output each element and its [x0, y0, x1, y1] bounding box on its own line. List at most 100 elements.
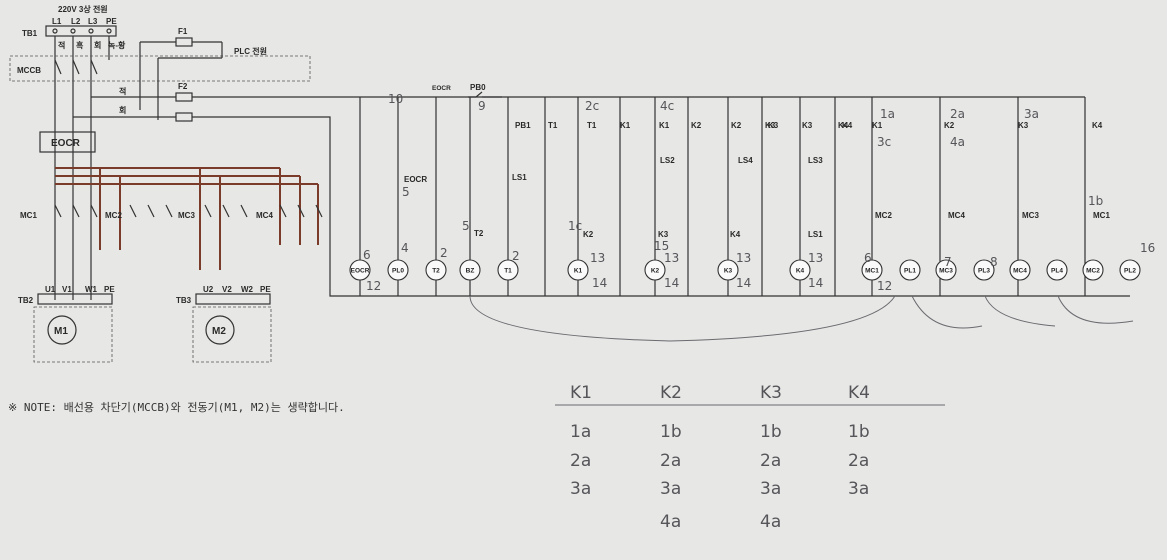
motor-m1 [47, 315, 77, 345]
contact-label: K1 [659, 121, 670, 130]
coil-circle [1009, 259, 1031, 281]
contact-label: K4 [1092, 121, 1103, 130]
margin-mark: 16 [1140, 241, 1155, 255]
margin-mark: 13 [808, 251, 823, 265]
mccb-contacts [54, 59, 98, 75]
tb3-v2: V2 [222, 285, 232, 294]
pb0-switch [468, 91, 502, 98]
coil-circle [459, 259, 481, 281]
table-cell: 3a [660, 479, 681, 499]
pb0-label: PB0 [470, 83, 486, 92]
phase-l3: L3 [88, 17, 98, 26]
margin-mark: 2c [585, 99, 599, 113]
contact-label: EOCR [404, 175, 427, 184]
coil-label: PL0 [392, 268, 404, 275]
contact-label: K3 [802, 121, 813, 130]
margin-mark: 5 [462, 219, 470, 233]
coil-circle [1082, 259, 1104, 281]
coil-label: MC4 [1013, 268, 1027, 275]
m2-box [192, 306, 272, 363]
margin-mark: 4 [401, 241, 409, 255]
feed-mark-1: 적 [119, 86, 126, 96]
coil-circle [425, 259, 447, 281]
coil-label: K4 [796, 268, 805, 275]
table-cell: 4a [660, 512, 681, 532]
coil-circle [1046, 259, 1068, 281]
contact-label: MC4 [948, 211, 965, 220]
table-header: K2 [660, 383, 682, 403]
coil: K3 [717, 259, 739, 281]
coil-label: MC3 [939, 268, 953, 275]
coil: K1 [567, 259, 589, 281]
coil-circle [1119, 259, 1141, 281]
margin-mark: 7 [944, 255, 952, 269]
contact-label: K4 [730, 230, 741, 239]
coil-label: K2 [651, 268, 660, 275]
margin-mark: 4a [950, 135, 965, 149]
margin-mark: 1c [568, 219, 582, 233]
coil-label: K3 [724, 268, 733, 275]
phase-l2: L2 [71, 17, 81, 26]
coil-label: MC1 [865, 268, 879, 275]
mc4-label: MC4 [256, 211, 273, 220]
table-cell: 2a [660, 451, 681, 471]
mccb-mark-2: 흑 [76, 40, 84, 50]
fuse-f2b [175, 112, 193, 122]
contact-label: K4 [838, 121, 849, 130]
contact-label: K4 [842, 121, 853, 130]
coil: MC3 [935, 259, 957, 281]
coil: MC1 [861, 259, 883, 281]
contact-label: MC3 [1022, 211, 1039, 220]
fuse-f1 [175, 37, 193, 47]
table-cell: 1b [660, 422, 682, 442]
mc2-label: MC2 [105, 211, 122, 220]
contact-label: T1 [587, 121, 597, 130]
margin-mark: 2 [512, 249, 520, 263]
margin-mark: 4c [660, 99, 674, 113]
table-cell: 1a [570, 422, 591, 442]
coil-circle [935, 259, 957, 281]
tb1-label: TB1 [22, 29, 38, 38]
handwritten-loops [469, 295, 1134, 342]
coil-label: EOCR [351, 268, 370, 275]
contact-label: PB1 [515, 121, 531, 130]
coil-circle [973, 259, 995, 281]
contact-label: LS3 [808, 156, 823, 165]
coil: EOCR [349, 259, 371, 281]
tb3-pe: PE [260, 285, 271, 294]
tb2-pe: PE [104, 285, 115, 294]
margin-mark: 1a [880, 107, 895, 121]
control-supply-wires [73, 96, 1130, 297]
contact-label: MC2 [875, 211, 892, 220]
margin-mark: 15 [654, 239, 669, 253]
coil: PL3 [973, 259, 995, 281]
margin-mark: 14 [592, 276, 607, 290]
margin-mark: 14 [664, 276, 679, 290]
table-cell: 3a [848, 479, 869, 499]
tb2-terminal-block [37, 293, 113, 305]
table-cell: 1b [848, 422, 870, 442]
contact-label: LS2 [660, 156, 675, 165]
margin-mark: 12 [877, 279, 892, 293]
table-cell: 4a [760, 512, 781, 532]
coil-label: T2 [432, 268, 440, 275]
table-cell: 3a [760, 479, 781, 499]
fuse-f2 [175, 92, 193, 102]
coil-label: PL3 [978, 268, 990, 275]
coil-circle [717, 259, 739, 281]
contactor-contacts [54, 204, 323, 218]
margin-mark: 6 [864, 251, 872, 265]
margin-mark: 2 [440, 246, 448, 260]
contact-label: K3 [768, 121, 779, 130]
tb3-label: TB3 [176, 296, 192, 305]
margin-mark: 3a [1024, 107, 1039, 121]
contact-label: K2 [583, 230, 594, 239]
note-text: ※ NOTE: 배선용 차단기(MCCB)와 전동기(M1, M2)는 생략합니… [8, 401, 345, 414]
fuse-f2-label: F2 [178, 82, 188, 91]
